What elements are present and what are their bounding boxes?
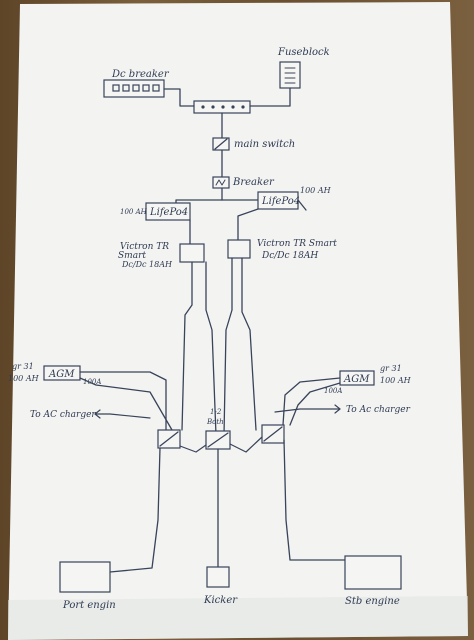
- agm-right-group: gr 31: [380, 364, 402, 373]
- bus-bar-terminals: [201, 105, 245, 109]
- kicker-label: Kicker: [203, 595, 238, 606]
- engine-wiring: [109, 439, 346, 573]
- stb-engine-label: Stb engine: [345, 596, 400, 607]
- fuse-block-label: Fuseblock: [277, 47, 330, 58]
- agm-left-capacity: 100 AH: [8, 374, 40, 383]
- lifepo-to-victron-wiring: [189, 199, 307, 245]
- victron-right-label-2: Dc/Dc 18AH: [261, 251, 318, 261]
- victron-left-label-1: Victron TR: [120, 242, 169, 252]
- agm-left-battery: [43, 365, 81, 381]
- lifepo4-left-capacity: 100 AH: [120, 208, 148, 216]
- lifepo4-right-capacity: 100 AH: [300, 186, 332, 195]
- center-switch-label-1: 1-2: [210, 408, 222, 416]
- kicker-engine: [206, 566, 230, 588]
- paper-sheet: [8, 2, 468, 640]
- breaker-label: Breaker: [232, 177, 275, 188]
- lifepo4-right-label: LifePo4: [261, 196, 300, 207]
- victron-left-charger: [179, 243, 205, 263]
- agm-left-group: gr 31: [12, 362, 34, 371]
- center-switch-label-2: Both: [206, 418, 224, 426]
- stb-engine: [344, 555, 402, 590]
- victron-right-charger: [227, 239, 251, 259]
- main-switch-label: main switch: [234, 139, 295, 150]
- switch-crosslinks: [179, 436, 263, 453]
- fuse-block-fuses: [284, 67, 296, 84]
- victron-left-label-3: Dc/Dc 18AH: [121, 260, 173, 269]
- agm-right-fuse: 100A: [324, 387, 342, 395]
- lifepo4-left-battery: [145, 202, 191, 221]
- agm-left-fuse: 100A: [83, 378, 101, 386]
- agm-right-capacity: 100 AH: [380, 376, 412, 385]
- paper-shadow: [8, 596, 468, 640]
- ac-charger-arrows: [94, 404, 341, 419]
- port-engine: [59, 561, 111, 593]
- agm-wiring: [79, 371, 341, 431]
- to-ac-charger-right: To Ac charger: [346, 405, 411, 415]
- dc-breaker-label: Dc breaker: [111, 69, 170, 80]
- port-engine-label: Port engin: [62, 600, 116, 611]
- agm-left-label: AGM: [48, 369, 75, 380]
- victron-output-wiring: [181, 257, 257, 436]
- victron-right-label-1: Victron TR Smart: [257, 239, 337, 249]
- to-ac-charger-left: To AC charger: [30, 410, 96, 420]
- fuse-block: [279, 61, 301, 89]
- victron-left-label-2: Smart: [118, 251, 146, 261]
- agm-right-label: AGM: [343, 374, 370, 385]
- dc-breaker-slots: [112, 84, 160, 92]
- lifepo4-left-label: LifePo4: [149, 207, 188, 218]
